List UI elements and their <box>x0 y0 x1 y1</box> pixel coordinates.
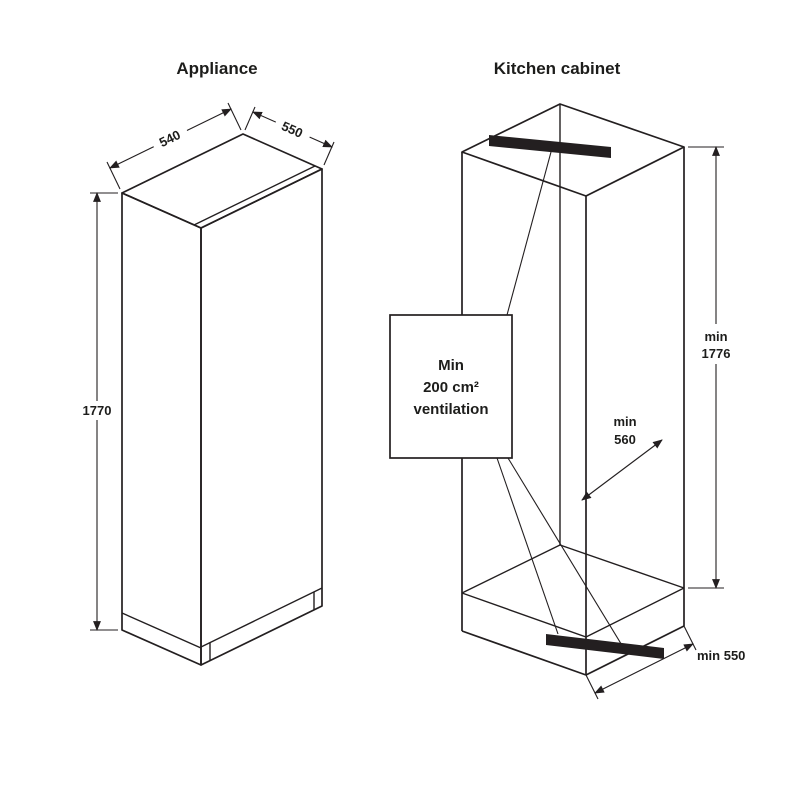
niche-height-label-min: min <box>704 329 727 344</box>
label-background <box>148 120 191 155</box>
cabinet-interior <box>461 104 685 638</box>
appliance-figure: Appliance 540 <box>74 59 335 666</box>
cabinet-bottom-left-edge <box>461 630 587 676</box>
appliance-outline <box>121 133 323 666</box>
label-background <box>692 324 740 364</box>
plinth-vent-slot <box>546 634 664 659</box>
niche-floor-front-right-edge <box>585 587 685 638</box>
dim-niche-depth: min 550 <box>585 625 745 700</box>
appliance-title: Appliance <box>176 59 257 78</box>
cabinet-figure: Kitchen cabinet Min <box>389 59 745 700</box>
appliance-side-face <box>121 192 202 666</box>
label-background <box>74 401 120 420</box>
niche-floor-back-right-edge <box>559 544 685 589</box>
dimension-line <box>594 643 694 694</box>
niche-width-label-min: min <box>613 414 636 429</box>
appliance-height-label: 1770 <box>83 403 112 418</box>
dim-appliance-depth: 550 <box>244 106 335 166</box>
appliance-door-lines <box>121 165 323 661</box>
extension-line <box>585 674 599 700</box>
dim-niche-height: min 1776 <box>688 146 740 589</box>
niche-floor-front-left-edge <box>461 592 587 638</box>
extension-line <box>683 625 697 651</box>
dim-appliance-height: 1770 <box>74 192 120 631</box>
ventilation-note-line1: Min <box>438 357 464 374</box>
niche-height-label-value: 1776 <box>702 346 731 361</box>
ventilation-leaders <box>496 151 624 648</box>
niche-width-label-value: 560 <box>614 432 636 447</box>
cabinet-outline <box>461 103 685 676</box>
cabinet-title: Kitchen cabinet <box>494 59 621 78</box>
base-side-edge <box>121 612 202 649</box>
vent-leader-bottom-right <box>507 457 624 648</box>
dim-appliance-width: 540 <box>106 102 242 190</box>
ventilation-note: Min 200 cm² ventilation <box>389 314 513 459</box>
appliance-door-face <box>200 168 323 666</box>
vent-leader-top <box>506 151 552 316</box>
extension-line <box>244 106 256 131</box>
ventilation-note-box <box>389 314 513 459</box>
door-top-edge <box>193 165 316 226</box>
dim-niche-width: min 560 <box>581 414 663 501</box>
vent-leader-bottom-left <box>496 457 559 635</box>
door-bottom-edge <box>200 587 323 648</box>
ventilation-note-line2: 200 cm² <box>423 379 479 396</box>
label-background <box>272 112 314 146</box>
ventilation-note-line3: ventilation <box>413 401 488 418</box>
top-vent-slot <box>489 135 611 158</box>
niche-floor-back-left-edge <box>461 544 561 594</box>
niche-depth-label: min 550 <box>697 648 745 663</box>
dimension-line <box>581 439 663 501</box>
extension-line <box>227 102 242 131</box>
